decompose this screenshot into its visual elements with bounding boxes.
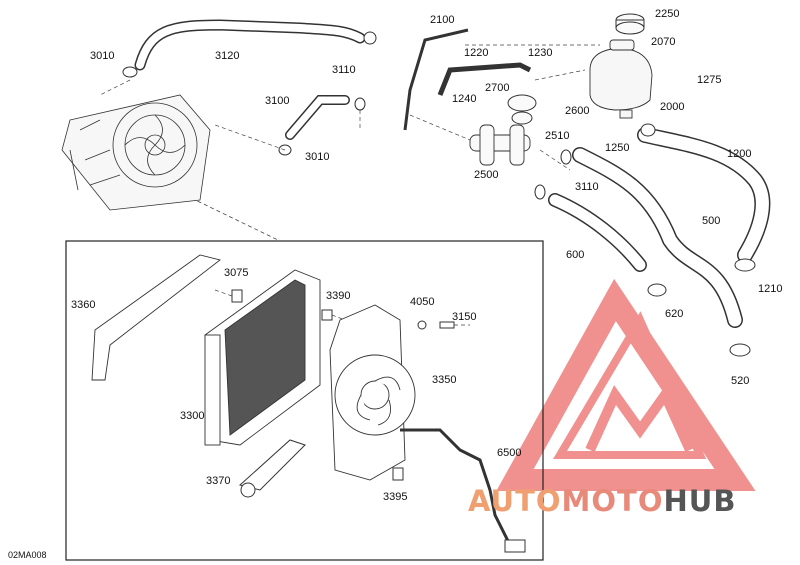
label-3120: 3120: [215, 50, 240, 62]
label-1200: 1200: [727, 148, 752, 160]
clamp-1250: [640, 123, 656, 137]
label-3100: 3100: [265, 95, 290, 107]
label-3010-top: 3010: [90, 50, 115, 62]
inset-leaders: [214, 289, 470, 326]
watermark-text: AUTOMOTOHUB: [468, 484, 736, 518]
label-4050: 4050: [410, 296, 435, 308]
clamp-620: [647, 283, 667, 297]
clamp-1210: [734, 258, 756, 272]
expansion-tank-2000: [589, 39, 653, 119]
watermark-part3: HUB: [663, 484, 737, 518]
connector-6500: [504, 539, 526, 553]
bracket-3360: [91, 254, 222, 381]
hose-1220: [437, 62, 532, 96]
diagram-code: 02MA008: [8, 550, 47, 560]
label-3300: 3300: [180, 410, 205, 422]
label-1250: 1250: [605, 142, 630, 154]
label-520: 520: [731, 375, 750, 387]
label-2700: 2700: [485, 82, 510, 94]
label-500: 500: [702, 215, 721, 227]
clamp-3110-mid: [354, 97, 366, 111]
thermostat-2600: [507, 94, 537, 125]
label-3370: 3370: [206, 475, 231, 487]
label-2500: 2500: [474, 169, 499, 181]
label-3010-mid: 3010: [305, 151, 330, 163]
label-2250: 2250: [655, 8, 680, 20]
watermark-logo: [496, 278, 756, 491]
label-1210: 1210: [758, 283, 783, 295]
label-2510: 2510: [545, 130, 570, 142]
leader-lines: [99, 44, 600, 171]
label-1275: 1275: [697, 74, 722, 86]
label-3110-right: 3110: [575, 181, 599, 193]
fan-3350: [329, 304, 416, 481]
label-2100: 2100: [430, 14, 455, 26]
harness-6500: [400, 428, 512, 546]
watermark-part1: AUTO: [468, 484, 562, 518]
label-3395: 3395: [383, 491, 408, 503]
label-2000: 2000: [660, 101, 685, 113]
label-620: 620: [665, 308, 684, 320]
label-3150: 3150: [452, 311, 477, 323]
clamp-3110-right: [560, 149, 572, 165]
inset-frame: [65, 240, 544, 561]
label-3110-top: 3110: [332, 64, 356, 76]
watermark-part2: MOTO: [561, 484, 664, 518]
label-1220: 1220: [464, 47, 489, 59]
radiator-3300: [204, 269, 321, 446]
manifold-2500: [469, 124, 531, 166]
label-1240: 1240: [452, 93, 477, 105]
label-3390: 3390: [326, 290, 351, 302]
label-2070: 2070: [651, 36, 676, 48]
bracket-3370: [238, 439, 306, 491]
label-6500: 6500: [497, 447, 522, 459]
clamp-3010-top: [122, 66, 138, 78]
inset-leader: [184, 194, 281, 242]
label-3350: 3350: [432, 374, 457, 386]
label-3075: 3075: [224, 267, 249, 279]
label-2600: 2600: [565, 105, 590, 117]
pipe-2100: [403, 28, 469, 131]
clamp-3110-top: [363, 31, 377, 45]
clamp-3110-low: [534, 184, 546, 200]
label-1230: 1230: [528, 47, 553, 59]
tank-cap-2250: [615, 13, 645, 35]
label-3360: 3360: [71, 299, 96, 311]
radiator-fan-assembly: [61, 94, 211, 211]
clamp-520: [729, 343, 751, 357]
label-600: 600: [566, 249, 585, 261]
